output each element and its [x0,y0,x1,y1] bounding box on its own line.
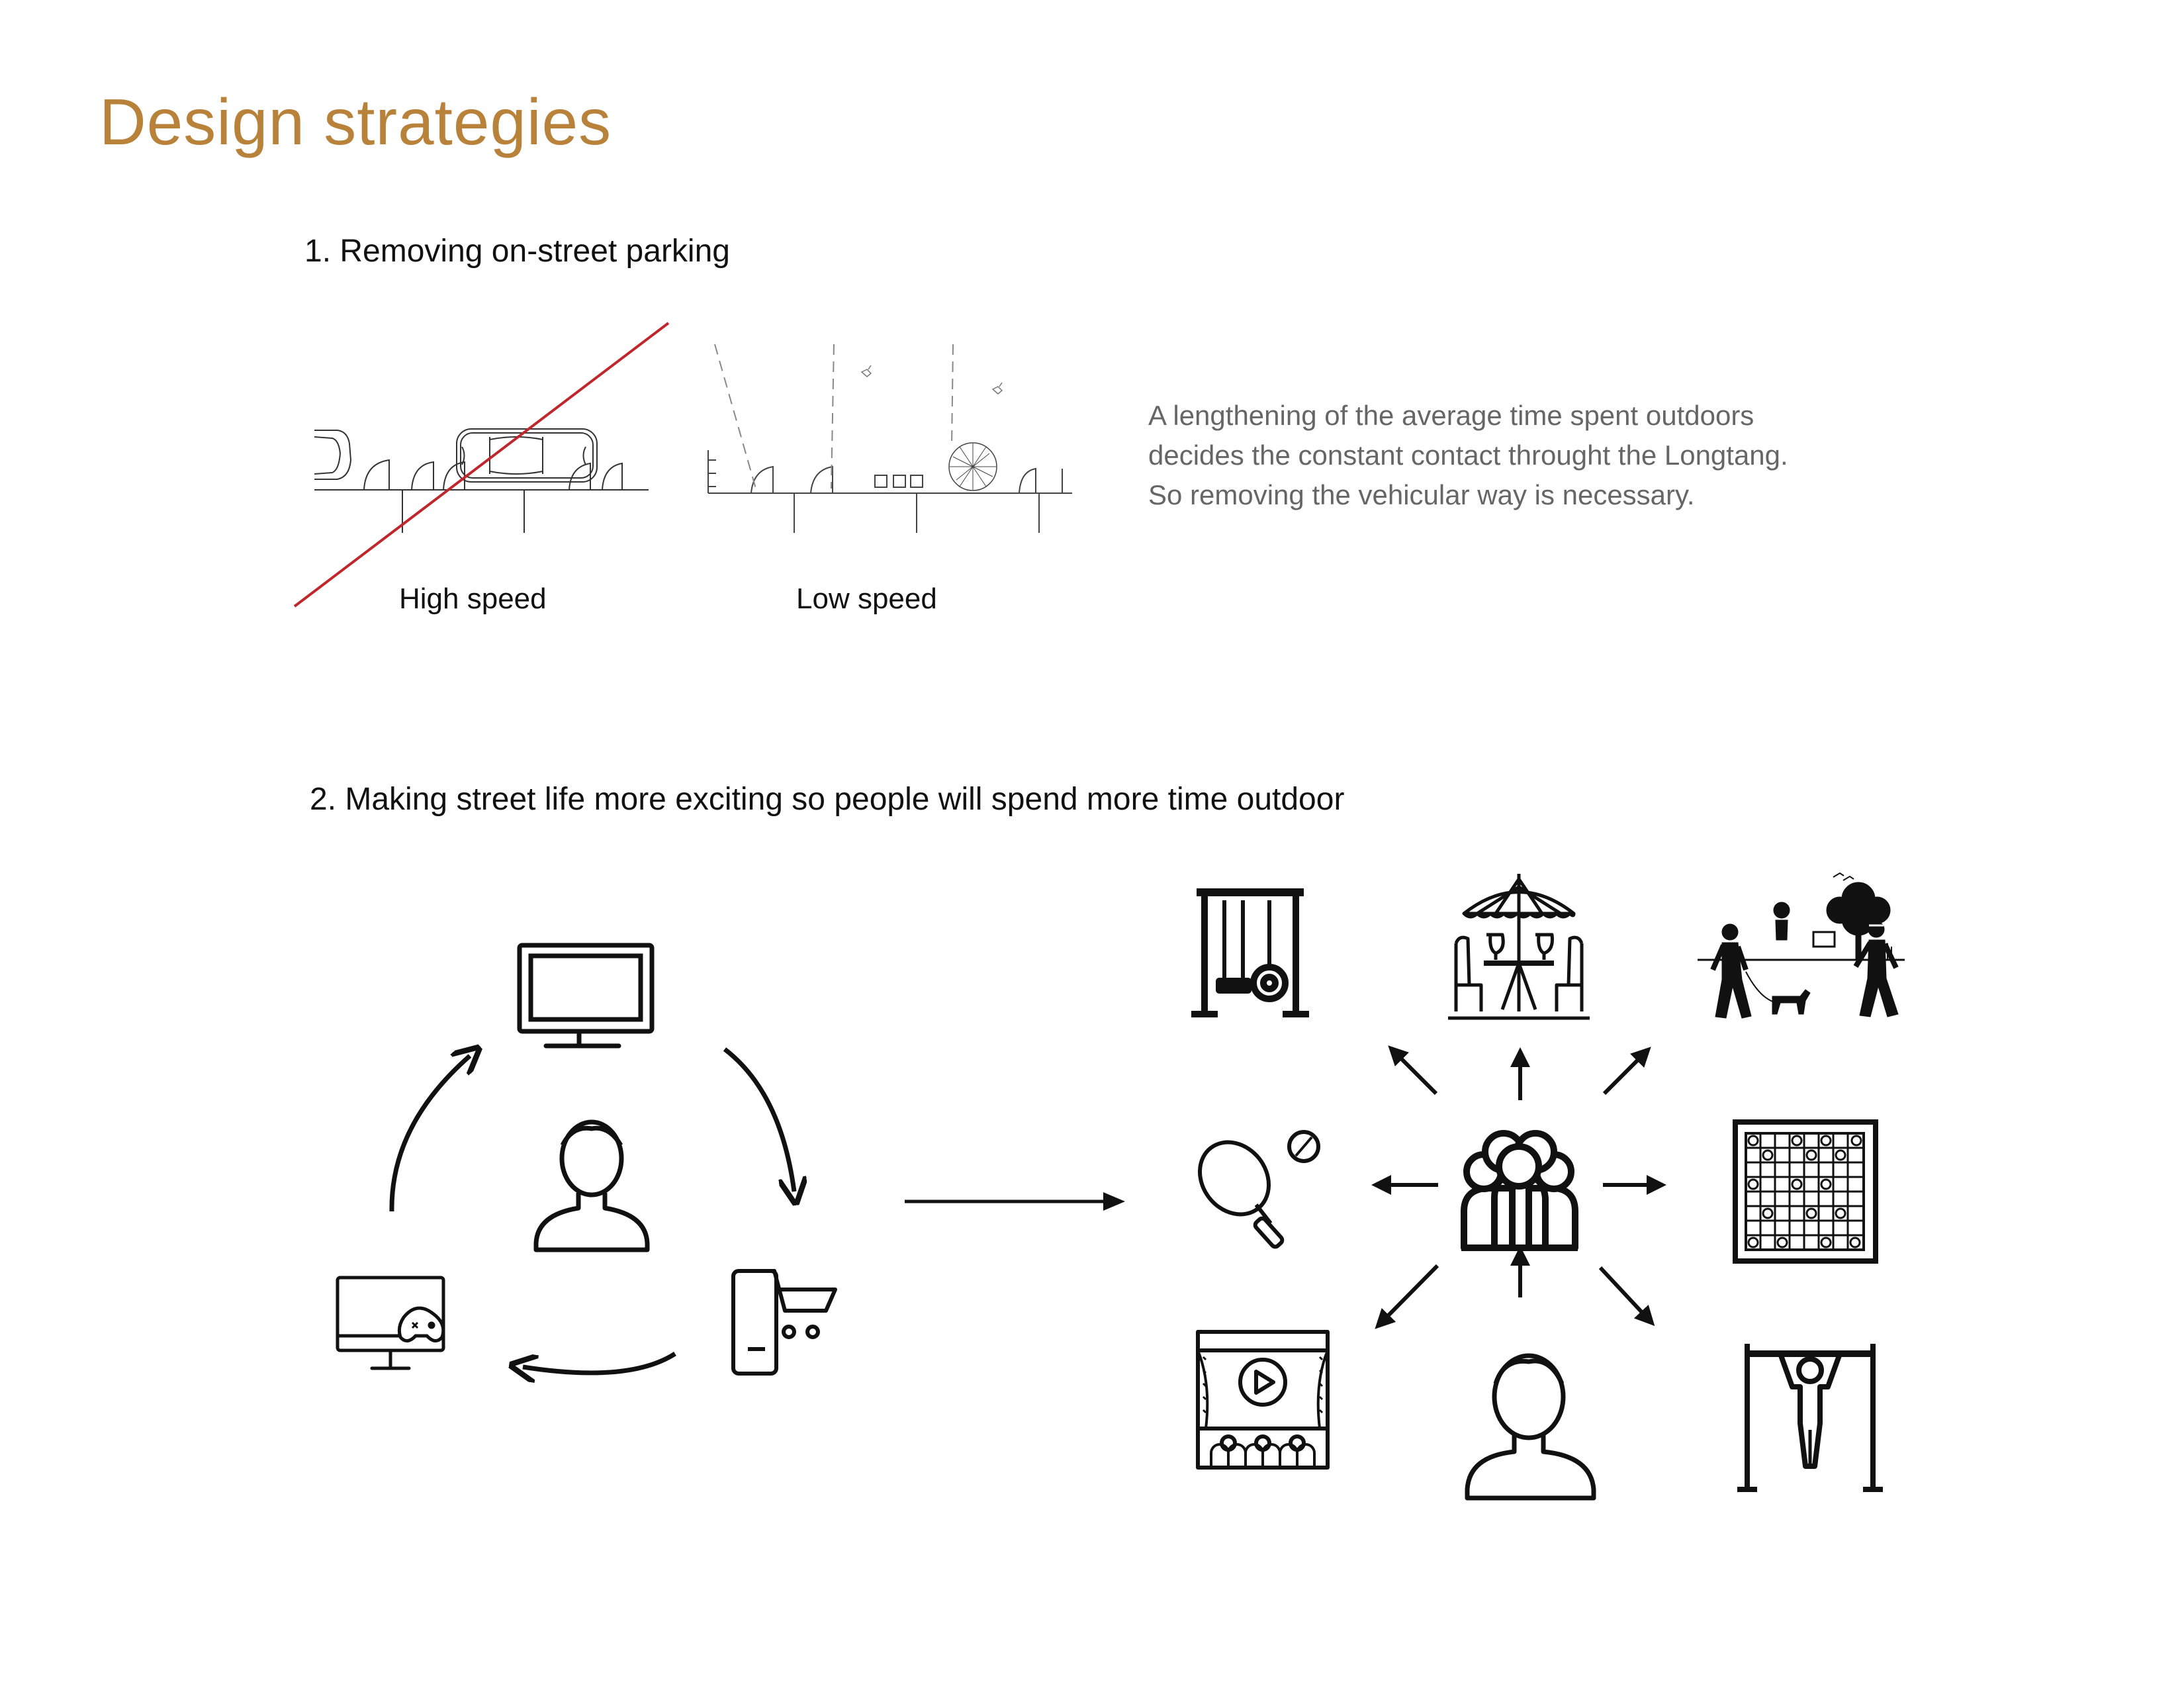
section-1-description: A lengthening of the average time spent … [1148,396,2009,515]
cross-out-line [293,322,670,608]
shopping-phone-icon [731,1269,837,1376]
description-line-2: decides the constant contact throught th… [1148,440,1788,471]
indoor-cycle-diagram [336,943,837,1410]
park-walk-icon [1698,872,1905,1019]
cafe-umbrella-icon [1448,874,1590,1020]
high-speed-label: High speed [399,583,547,615]
board-game-icon [1733,1119,1878,1264]
transition-arrow [905,1192,1125,1211]
swing-icon [1191,888,1309,1017]
section-1-heading: 1. Removing on-street parking [304,234,730,269]
low-speed-label: Low speed [796,583,937,615]
outdoor-activities-diagram [1191,872,1905,1501]
section-2-heading: 2. Making street life more exciting so p… [310,782,1345,817]
table-tennis-icon [1197,1130,1320,1249]
monitor-icon [517,943,655,1049]
low-speed-street-diagram [707,344,1072,533]
description-line-1: A lengthening of the average time spent … [1148,400,1754,431]
description-line-3: So removing the vehicular way is necessa… [1148,479,1695,510]
high-speed-street-diagram [293,322,670,608]
outdoor-cinema-icon [1196,1330,1330,1470]
group-icon [1461,1130,1578,1251]
person-icon [533,1119,650,1252]
pull-up-bar-icon [1737,1344,1883,1492]
page-title: Design strategies [99,85,612,158]
person-icon [1465,1353,1596,1501]
gaming-computer-icon [336,1276,445,1370]
